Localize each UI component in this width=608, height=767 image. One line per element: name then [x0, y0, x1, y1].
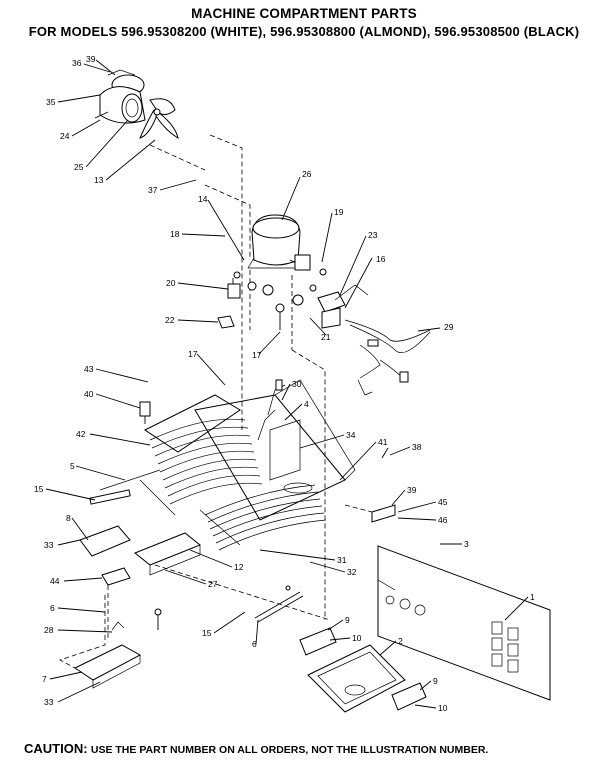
callout-21: 21 — [321, 332, 331, 342]
bracket-9a — [299, 627, 337, 656]
callout-18: 18 — [170, 229, 180, 239]
callout-41: 41 — [378, 437, 388, 447]
callout-5: 5 — [70, 461, 75, 471]
callout-17-tube: 17 — [188, 349, 198, 359]
callout-43: 43 — [84, 364, 94, 374]
callout-22: 22 — [165, 315, 175, 325]
callout-12: 12 — [234, 562, 244, 572]
caution-text: USE THE PART NUMBER ON ALL ORDERS, NOT T… — [90, 744, 489, 756]
bracket-39 — [371, 504, 396, 523]
drain-pan-5 — [79, 525, 131, 557]
caution-label: CAUTION: — [24, 741, 88, 756]
relay-cover — [217, 315, 235, 329]
drain-pan-2 — [307, 644, 406, 713]
fan-motor-assembly — [94, 69, 206, 171]
callout-27: 27 — [208, 579, 218, 589]
bracket-40 — [139, 401, 151, 424]
callout-39: 39 — [86, 54, 96, 64]
callout-13: 13 — [94, 175, 104, 185]
callout-14: 14 — [198, 194, 208, 204]
drain-tray-7 — [73, 644, 142, 689]
callout-7: 7 — [42, 674, 47, 684]
callout-15-left: 15 — [34, 484, 44, 494]
callout-44: 44 — [50, 576, 60, 586]
callout-1: 1 — [530, 592, 535, 602]
callout-35: 35 — [46, 97, 56, 107]
callout-30: 30 — [292, 379, 302, 389]
callout-2: 2 — [398, 636, 403, 646]
callout-46: 46 — [438, 515, 448, 525]
callout-26: 26 — [302, 169, 312, 179]
relay-overload — [309, 268, 369, 329]
callout-33-bottom: 33 — [44, 697, 54, 707]
callout-9-lower: 9 — [433, 676, 438, 686]
callout-40: 40 — [84, 389, 94, 399]
leader-lines — [45, 59, 529, 709]
callout-17-compressor: 17 — [252, 350, 262, 360]
diagram-title: MACHINE COMPARTMENT PARTS — [191, 6, 417, 21]
callout-28: 28 — [44, 625, 54, 635]
condenser-coil — [99, 394, 263, 516]
callout-10-lower: 10 — [438, 703, 448, 713]
callout-32: 32 — [347, 567, 357, 577]
base-pan — [194, 379, 356, 521]
wire-harness — [344, 319, 431, 396]
callout-20: 20 — [166, 278, 176, 288]
callout-45: 45 — [438, 497, 448, 507]
callout-8: 8 — [66, 513, 71, 523]
channel-12 — [134, 532, 201, 576]
callout-31: 31 — [337, 555, 347, 565]
callout-36: 36 — [72, 58, 82, 68]
clip-44 — [101, 567, 131, 586]
access-panel — [377, 545, 551, 701]
callout-4: 4 — [304, 399, 309, 409]
callout-29: 29 — [444, 322, 454, 332]
callout-16: 16 — [376, 254, 386, 264]
callout-6-bottom: 6 — [252, 639, 257, 649]
callout-10-upper: 10 — [352, 633, 362, 643]
callout-labels: 36 39 35 24 25 13 37 26 14 18 19 23 16 2… — [34, 54, 535, 713]
callout-23: 23 — [368, 230, 378, 240]
callout-24: 24 — [60, 131, 70, 141]
callout-39-bracket: 39 — [407, 485, 417, 495]
compressor — [247, 214, 311, 271]
models-subtitle: FOR MODELS 596.95308200 (WHITE), 596.953… — [28, 24, 580, 39]
heater-15 — [89, 489, 131, 505]
drain-tube — [257, 379, 286, 441]
callout-34: 34 — [346, 430, 356, 440]
callout-42: 42 — [76, 429, 86, 439]
start-relay — [227, 278, 241, 299]
compressor-grommets — [233, 271, 304, 330]
callout-6-left: 6 — [50, 603, 55, 613]
caution-note: CAUTION: USE THE PART NUMBER ON ALL ORDE… — [24, 741, 488, 756]
callout-37: 37 — [148, 185, 158, 195]
callout-15-bottom: 15 — [202, 628, 212, 638]
callout-19: 19 — [334, 207, 344, 217]
heater-6 — [254, 591, 304, 623]
callout-3: 3 — [464, 539, 469, 549]
callout-9-upper: 9 — [345, 615, 350, 625]
evaporator-coil — [199, 484, 327, 551]
bracket-9b — [391, 682, 427, 711]
callout-38: 38 — [412, 442, 422, 452]
callout-33-left: 33 — [44, 540, 54, 550]
callout-25: 25 — [74, 162, 84, 172]
